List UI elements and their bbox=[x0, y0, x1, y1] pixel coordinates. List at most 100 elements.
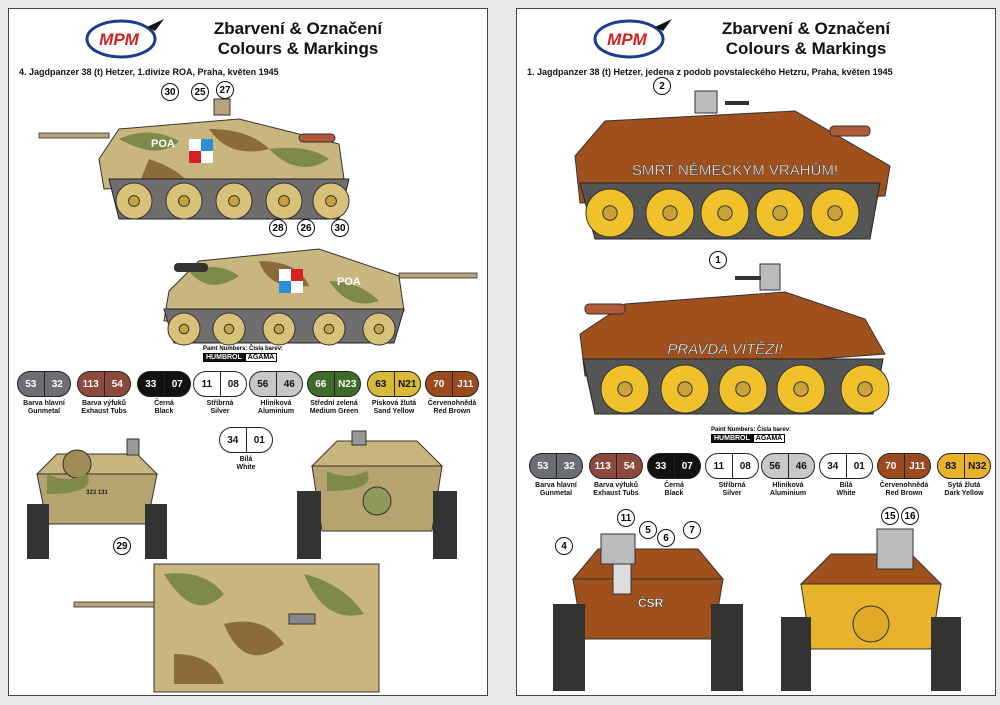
callout-26: 26 bbox=[297, 219, 315, 237]
hetzer-roa-side-view-left: POA bbox=[38, 98, 350, 220]
mpm-logo-right: MPM bbox=[593, 19, 672, 59]
roa-marking: POA bbox=[151, 138, 175, 150]
agama-number: N21 bbox=[398, 378, 417, 390]
callout-6: 6 bbox=[657, 529, 675, 547]
callout-7: 7 bbox=[683, 521, 701, 539]
agama-number: 08 bbox=[227, 378, 239, 390]
callout-1: 1 bbox=[709, 251, 727, 269]
agama-number: 54 bbox=[623, 460, 635, 472]
humbrol-number: 34 bbox=[820, 454, 847, 478]
slogan-smrt: SMRT NĚMECKÝM VRAHŮM! bbox=[632, 161, 838, 179]
agama-number: N32 bbox=[968, 460, 987, 472]
callout-28: 28 bbox=[269, 219, 287, 237]
left-page: MPM Zbarvení & Označení Colours & Markin… bbox=[8, 8, 488, 696]
agama-number: 07 bbox=[681, 460, 693, 472]
callout-30-b: 30 bbox=[331, 219, 349, 237]
callout-5: 5 bbox=[639, 521, 657, 539]
csr-marking: ČSR bbox=[638, 595, 664, 610]
agama-number: 08 bbox=[739, 460, 751, 472]
callout-15: 15 bbox=[881, 507, 899, 525]
callout-2: 2 bbox=[653, 77, 671, 95]
right-page: MPM Zbarvení & Označení Colours & Markin… bbox=[516, 8, 996, 696]
humbrol-number: 113 bbox=[78, 372, 105, 396]
hetzer-uprising-side-view-right: PRAVDA VÍTĚZÍ! bbox=[579, 263, 890, 415]
humbrol-number: 56 bbox=[762, 454, 789, 478]
humbrol-number: 33 bbox=[648, 454, 675, 478]
humbrol-number: 11 bbox=[706, 454, 733, 478]
humbrol-number: 70 bbox=[878, 454, 905, 478]
callout-11: 11 bbox=[617, 509, 635, 527]
title-english-right: Colours & Markings bbox=[725, 39, 887, 58]
humbrol-number: 11 bbox=[194, 372, 221, 396]
agama-number: J11 bbox=[909, 460, 926, 472]
hull-number: 323 131 bbox=[86, 490, 108, 496]
humbrol-number: 53 bbox=[530, 454, 557, 478]
hetzer-roa-side-view-right: POA bbox=[163, 248, 478, 346]
title-czech-right: Zbarvení & Označení bbox=[721, 19, 891, 38]
hetzer-roa-rear-view bbox=[297, 430, 457, 559]
vehicle-caption-right: 1. Jagdpanzer 38 (t) Hetzer, jedena z po… bbox=[527, 67, 893, 77]
humbrol-number: 33 bbox=[138, 372, 165, 396]
humbrol-number: 70 bbox=[426, 372, 453, 396]
mpm-logo: MPM bbox=[85, 19, 164, 59]
agama-number: 54 bbox=[111, 378, 123, 390]
humbrol-number: 113 bbox=[590, 454, 617, 478]
agama-number: 32 bbox=[51, 378, 63, 390]
agama-number: J11 bbox=[457, 378, 474, 390]
humbrol-number: 56 bbox=[250, 372, 277, 396]
agama-number: 32 bbox=[563, 460, 575, 472]
brand-agama: AGAMA bbox=[244, 353, 278, 362]
brand-humbrol: HUMBROL bbox=[203, 353, 245, 362]
hetzer-uprising-front-view: ČSR bbox=[553, 533, 743, 691]
agama-number: N23 bbox=[338, 378, 357, 390]
callout-29: 29 bbox=[113, 537, 131, 555]
title-czech: Zbarvení & Označení bbox=[213, 19, 383, 38]
callout-16: 16 bbox=[901, 507, 919, 525]
hetzer-roa-front-view: 323 131 bbox=[27, 438, 167, 559]
title-english: Colours & Markings bbox=[217, 39, 379, 58]
humbrol-number: 63 bbox=[368, 372, 395, 396]
callout-30: 30 bbox=[161, 83, 179, 101]
callout-27: 27 bbox=[216, 81, 234, 99]
paint-numbers-label: Paint Numbers: Čísla barev: bbox=[203, 346, 284, 352]
humbrol-number: 34 bbox=[220, 428, 247, 452]
roa-marking-2: POA bbox=[337, 276, 361, 288]
vehicle-caption: 4. Jagdpanzer 38 (t) Hetzer, 1.divize RO… bbox=[19, 67, 279, 77]
agama-number: 01 bbox=[253, 434, 265, 446]
agama-number: 07 bbox=[171, 378, 183, 390]
agama-number: 46 bbox=[795, 460, 807, 472]
brand-agama-right: AGAMA bbox=[752, 434, 786, 443]
humbrol-number: 83 bbox=[938, 454, 965, 478]
callout-4: 4 bbox=[555, 537, 573, 555]
logo-text-right: MPM bbox=[607, 30, 648, 49]
callout-25: 25 bbox=[191, 83, 209, 101]
paint-numbers-label-right: Paint Numbers: Čísla barev: bbox=[711, 427, 792, 433]
logo-text: MPM bbox=[99, 30, 140, 49]
